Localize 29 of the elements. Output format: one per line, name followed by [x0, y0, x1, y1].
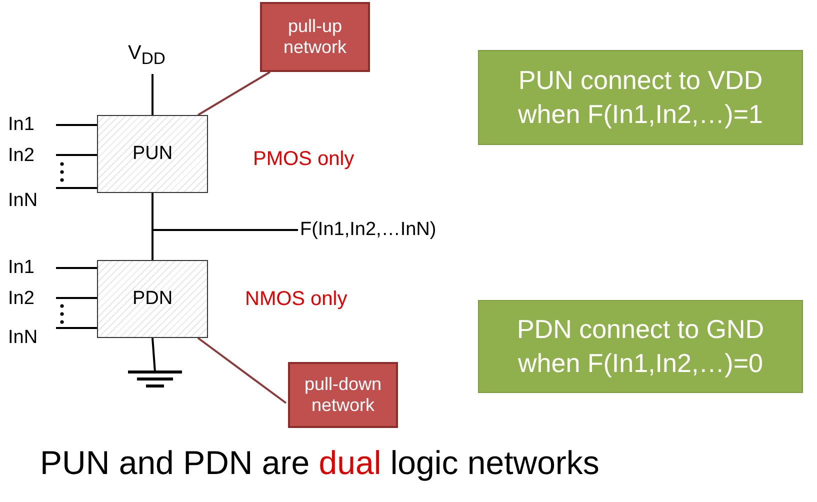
- wire: [152, 74, 154, 115]
- caption: PUN and PDN are dual logic networks: [40, 444, 600, 482]
- network-box: PDN: [97, 260, 208, 338]
- input-label: InN: [8, 189, 38, 213]
- annotation-text: NMOS only: [245, 288, 348, 311]
- input-label: In1: [8, 256, 34, 280]
- wire: [152, 229, 298, 260]
- ground-symbol: [128, 370, 182, 388]
- input-label: In2: [8, 287, 34, 311]
- wire: [56, 154, 97, 156]
- note-box: PDN connect to GND when F(In1,In2,…)=0: [478, 300, 803, 393]
- wire: [56, 187, 97, 189]
- output-label: F(In1,In2,…InN): [300, 217, 436, 243]
- annotation-text: PMOS only: [253, 148, 354, 171]
- input-label: InN: [8, 326, 38, 350]
- leader-line: [197, 71, 271, 116]
- input-label: In2: [8, 144, 34, 168]
- supply-label: V$_{DD}$: [128, 38, 166, 68]
- callout-box: pull-up network: [260, 2, 370, 72]
- wire: [56, 327, 97, 329]
- wire: [56, 124, 97, 126]
- note-box: PUN connect to VDD when F(In1,In2,…)=1: [478, 50, 803, 145]
- wire: [56, 267, 97, 269]
- network-box: PUN: [97, 115, 208, 193]
- callout-box: pull-down network: [288, 362, 398, 428]
- wire: [56, 297, 97, 299]
- input-label: In1: [8, 113, 34, 137]
- wire: [152, 338, 156, 372]
- leader-line: [197, 337, 287, 404]
